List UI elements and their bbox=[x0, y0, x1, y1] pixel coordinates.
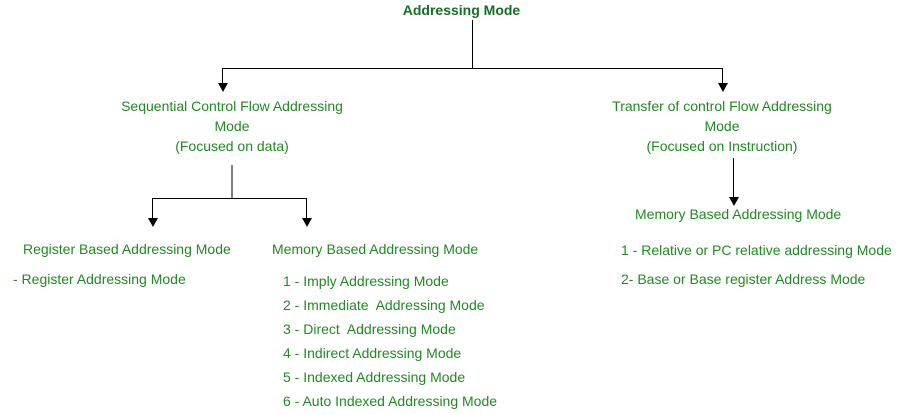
branch-transfer-line-2: Mode bbox=[704, 118, 740, 134]
root-to-transfer-arrowhead bbox=[718, 83, 728, 92]
root-stem-line bbox=[472, 20, 473, 68]
list-item: 2 - Immediate Addressing Mode bbox=[283, 297, 485, 313]
transfer-to-memory-line bbox=[733, 158, 734, 198]
list-item: 3 - Direct Addressing Mode bbox=[283, 321, 456, 337]
list-memory-based-transfer: 1 - Relative or PC relative addressing M… bbox=[621, 236, 892, 294]
list-item: 5 - Indexed Addressing Mode bbox=[283, 369, 466, 385]
list-memory-based-sequential: 1 - Imply Addressing Mode 2 - Immediate … bbox=[283, 269, 497, 413]
root-horizontal-bar bbox=[222, 68, 723, 69]
branch-transfer-line-1: Transfer of control Flow Addressing bbox=[612, 98, 832, 114]
sequential-to-register-arrowhead bbox=[148, 218, 158, 227]
sequential-horizontal-bar bbox=[152, 198, 306, 199]
root-to-sequential-arrowhead bbox=[218, 83, 228, 92]
transfer-to-memory-arrowhead bbox=[729, 197, 739, 206]
sequential-stem-line bbox=[231, 165, 233, 198]
list-item: 4 - Indirect Addressing Mode bbox=[283, 345, 462, 361]
branch-transfer-of-control-flow: Transfer of control Flow Addressing Mode… bbox=[572, 96, 872, 156]
list-register-based: - Register Addressing Mode bbox=[13, 269, 186, 289]
branch-sequential-line-2: Mode bbox=[214, 118, 250, 134]
branch-sequential-line-3: (Focused on data) bbox=[175, 138, 289, 154]
list-item: 1 - Relative or PC relative addressing M… bbox=[621, 242, 892, 258]
branch-transfer-line-3: (Focused on Instruction) bbox=[646, 138, 798, 154]
branch-sequential-line-1: Sequential Control Flow Addressing bbox=[121, 98, 343, 114]
sequential-to-memory-line bbox=[306, 198, 307, 219]
root-to-transfer-line bbox=[722, 68, 723, 84]
sequential-to-memory-arrowhead bbox=[302, 218, 312, 227]
root-to-sequential-line bbox=[222, 68, 223, 84]
column-heading-memory-based-sequential: Memory Based Addressing Mode bbox=[272, 241, 479, 257]
column-heading-register-based: Register Based Addressing Mode bbox=[23, 241, 231, 257]
list-item: 2- Base or Base register Address Mode bbox=[621, 271, 866, 287]
list-item: 6 - Auto Indexed Addressing Mode bbox=[283, 393, 498, 409]
sequential-to-register-line bbox=[152, 198, 153, 219]
list-item: 1 - Imply Addressing Mode bbox=[283, 273, 449, 289]
column-heading-memory-based-transfer: Memory Based Addressing Mode bbox=[635, 206, 842, 222]
branch-sequential-control-flow: Sequential Control Flow Addressing Mode … bbox=[82, 96, 382, 156]
diagram-title: Addressing Mode bbox=[402, 2, 521, 18]
list-item: - Register Addressing Mode bbox=[13, 271, 186, 287]
